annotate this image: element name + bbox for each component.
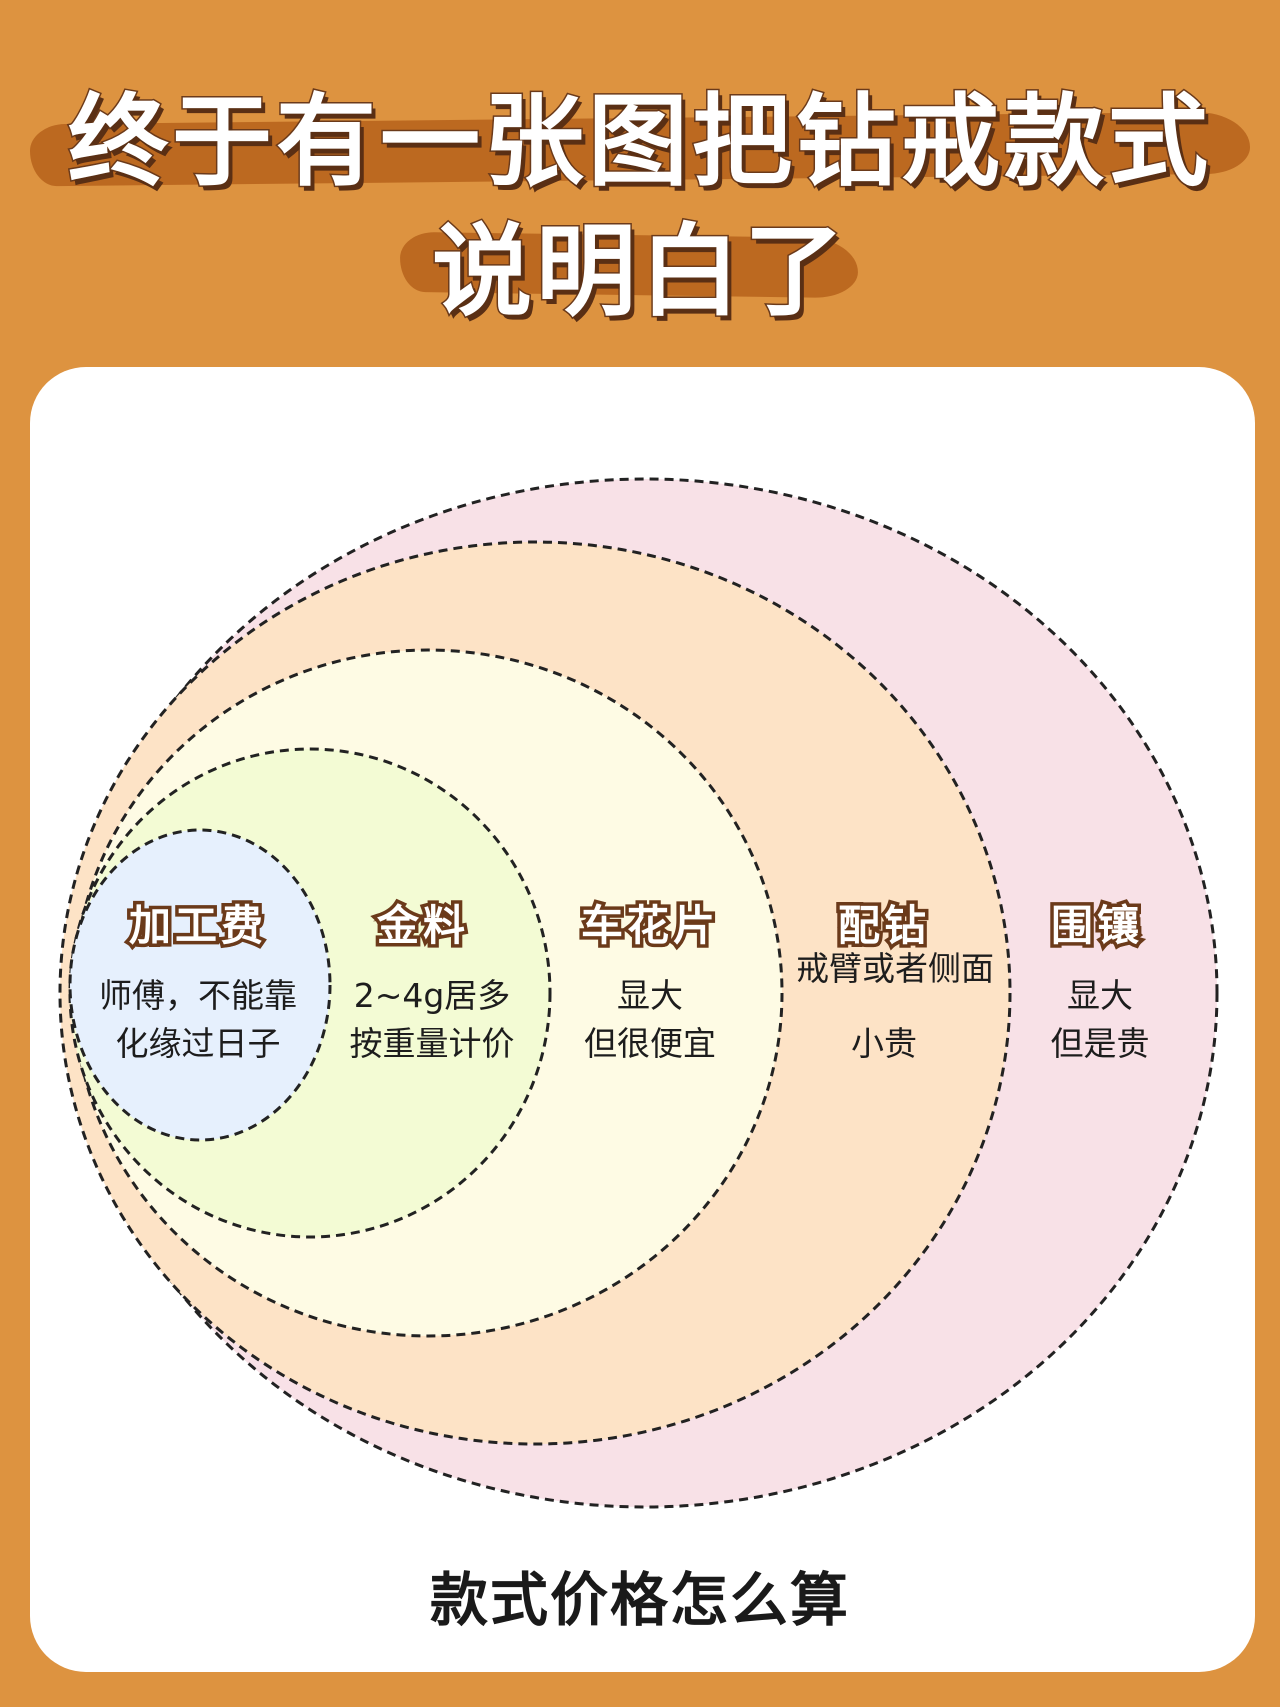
ring-labor [68, 828, 332, 1142]
label-labor-line1: 师傅，不能靠 [99, 976, 297, 1015]
label-metal-line1: 2~4g居多 [353, 976, 511, 1015]
page-title-line1: 终于有一张图把钻戒款式 [67, 82, 1212, 202]
label-labor-line2: 化缘过日子 [115, 1024, 281, 1063]
label-side-stones-line1: 戒臂或者侧面 [796, 949, 994, 988]
label-halo-line2: 但是贵 [1050, 1024, 1150, 1063]
title-banner: 终于有一张图把钻戒款式 说明白了 [0, 0, 1280, 332]
label-metal-line2: 按重量计价 [349, 1024, 515, 1063]
label-engraving-line1: 显大 [617, 976, 683, 1015]
label-labor-title: 加工费 [125, 898, 268, 954]
label-side-stones-line2: 小贵 [851, 1024, 917, 1063]
label-halo-line1: 显大 [1067, 976, 1133, 1015]
label-engraving-line2: 但很便宜 [584, 1024, 716, 1063]
label-metal-title: 金料 [373, 898, 470, 954]
page-title-line2: 说明白了 [431, 212, 848, 332]
label-side-stones-title: 配钻 [834, 898, 931, 954]
label-engraving-title: 车花片 [577, 898, 720, 954]
diagram-caption: 款式价格怎么算 [429, 1566, 850, 1634]
label-halo-title: 围镶 [1047, 898, 1144, 954]
